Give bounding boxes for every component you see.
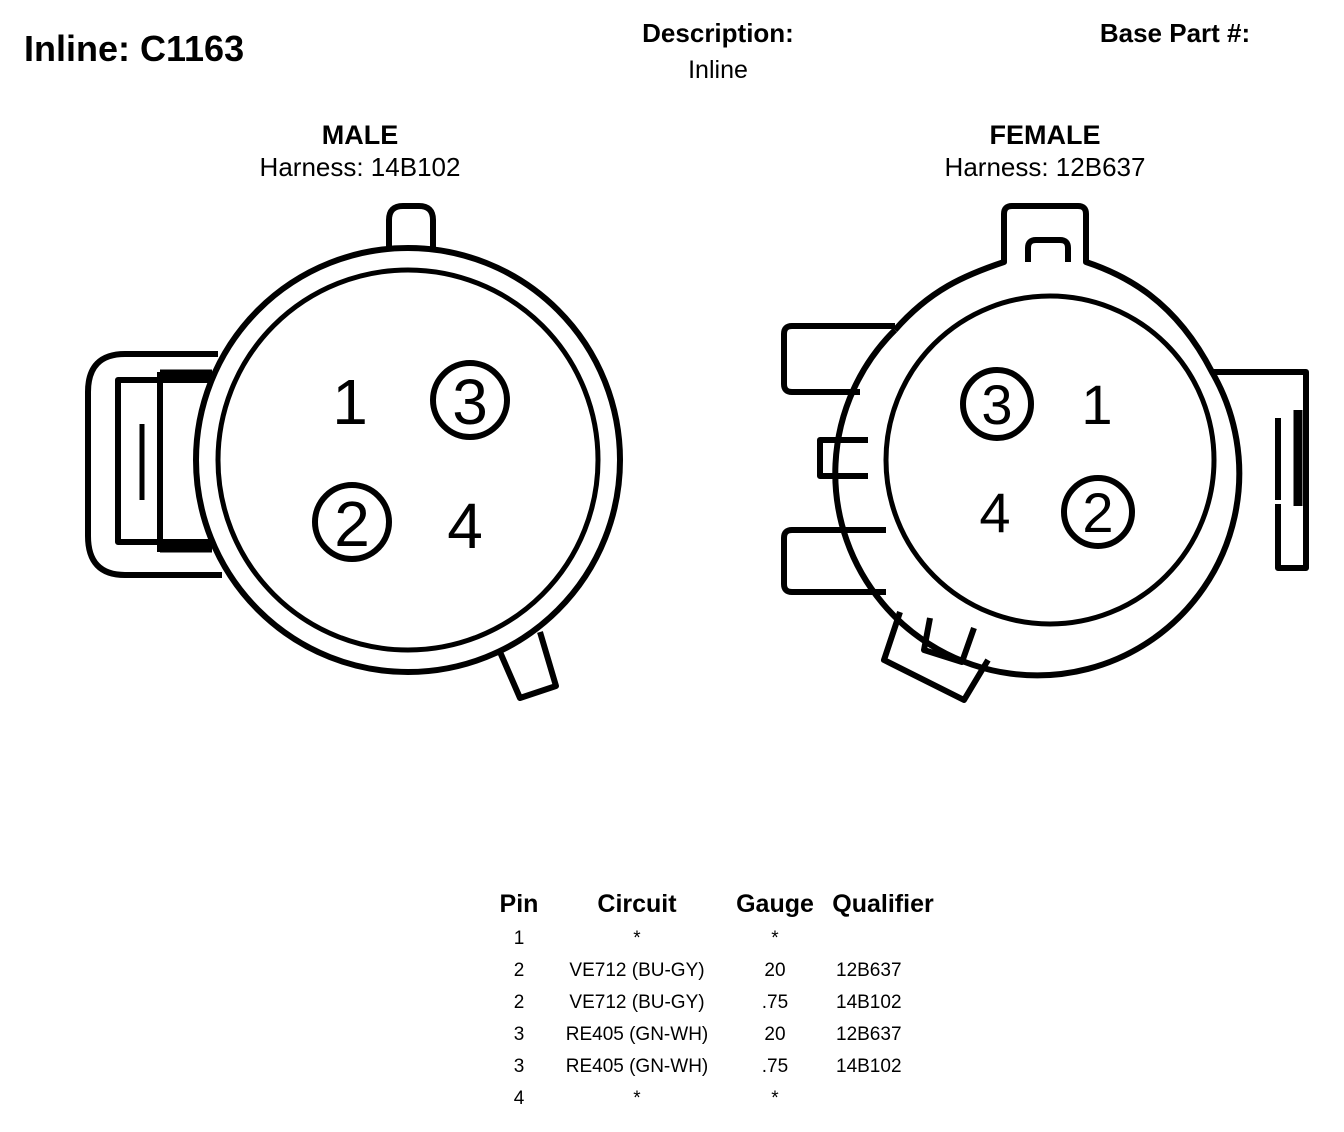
cell-pin: 1 xyxy=(513,928,525,949)
table-row: 2 VE712 (BU-GY) 20 12B637 xyxy=(490,955,942,987)
description-label: Description: xyxy=(642,18,794,48)
cell-qualifier: 14B102 xyxy=(836,992,902,1013)
female-pin-3: 3 xyxy=(981,373,1012,436)
cell-pin: 3 xyxy=(513,1024,525,1045)
male-pin-4: 4 xyxy=(447,490,483,562)
connector-title: Inline: C1163 xyxy=(24,28,245,69)
cell-qualifier xyxy=(824,923,942,955)
male-harness: Harness: 14B102 xyxy=(259,152,461,182)
cell-gauge: 20 xyxy=(764,1024,786,1045)
female-pin-2: 2 xyxy=(1082,481,1113,544)
header-pin: Pin xyxy=(499,890,539,918)
header-circuit: Circuit xyxy=(597,890,677,918)
cell-pin: 2 xyxy=(513,960,525,981)
cell-circuit: RE405 (GN-WH) xyxy=(565,1056,709,1077)
male-pin-1: 1 xyxy=(332,366,368,438)
female-harness: Harness: 12B637 xyxy=(944,152,1146,182)
pin-table: Pin Circuit Gauge Qualifier 1 * * 2 VE71… xyxy=(490,890,942,1115)
female-pin-3-ring xyxy=(960,367,1034,441)
cell-pin: 3 xyxy=(513,1056,525,1077)
male-pin-2: 2 xyxy=(334,488,370,560)
base-part-label: Base Part #: xyxy=(1099,18,1251,48)
connector-diagram: 1 2 3 4 1 2 3 4 xyxy=(85,203,1309,703)
description-value: Inline xyxy=(688,56,748,84)
table-row: 4 * * xyxy=(490,1083,942,1115)
table-row: 1 * * xyxy=(490,923,942,955)
male-pin-3-ring xyxy=(430,360,510,440)
header-qualifier: Qualifier xyxy=(832,890,934,918)
cell-qualifier: 12B637 xyxy=(836,960,902,981)
cell-circuit: VE712 (BU-GY) xyxy=(569,992,705,1013)
female-pin-2-ring xyxy=(1061,475,1135,549)
header-gauge: Gauge xyxy=(736,890,814,918)
male-pin-2-ring xyxy=(312,482,392,562)
cell-circuit: RE405 (GN-WH) xyxy=(565,1024,709,1045)
cell-gauge: .75 xyxy=(761,1056,789,1077)
cell-pin: 2 xyxy=(513,992,525,1013)
table-row: 2 VE712 (BU-GY) .75 14B102 xyxy=(490,987,942,1019)
female-connector-face xyxy=(781,203,1309,703)
table-row: 3 RE405 (GN-WH) .75 14B102 xyxy=(490,1051,942,1083)
cell-circuit: * xyxy=(633,928,641,949)
cell-gauge: 20 xyxy=(764,960,786,981)
cell-gauge: * xyxy=(771,928,779,949)
cell-pin: 4 xyxy=(513,1088,525,1109)
cell-qualifier xyxy=(824,1083,942,1115)
female-label: FEMALE xyxy=(989,120,1101,150)
male-pin-3: 3 xyxy=(452,366,488,438)
cell-qualifier: 12B637 xyxy=(836,1024,902,1045)
table-row: 3 RE405 (GN-WH) 20 12B637 xyxy=(490,1019,942,1051)
female-pin-4: 4 xyxy=(979,481,1010,544)
cell-circuit: VE712 (BU-GY) xyxy=(569,960,705,981)
cell-qualifier: 14B102 xyxy=(836,1056,902,1077)
cell-gauge: .75 xyxy=(761,992,789,1013)
male-label: MALE xyxy=(321,120,399,150)
female-pin-1: 1 xyxy=(1081,373,1112,436)
male-connector-face xyxy=(85,203,623,701)
cell-circuit: * xyxy=(633,1088,641,1109)
cell-gauge: * xyxy=(771,1088,779,1109)
